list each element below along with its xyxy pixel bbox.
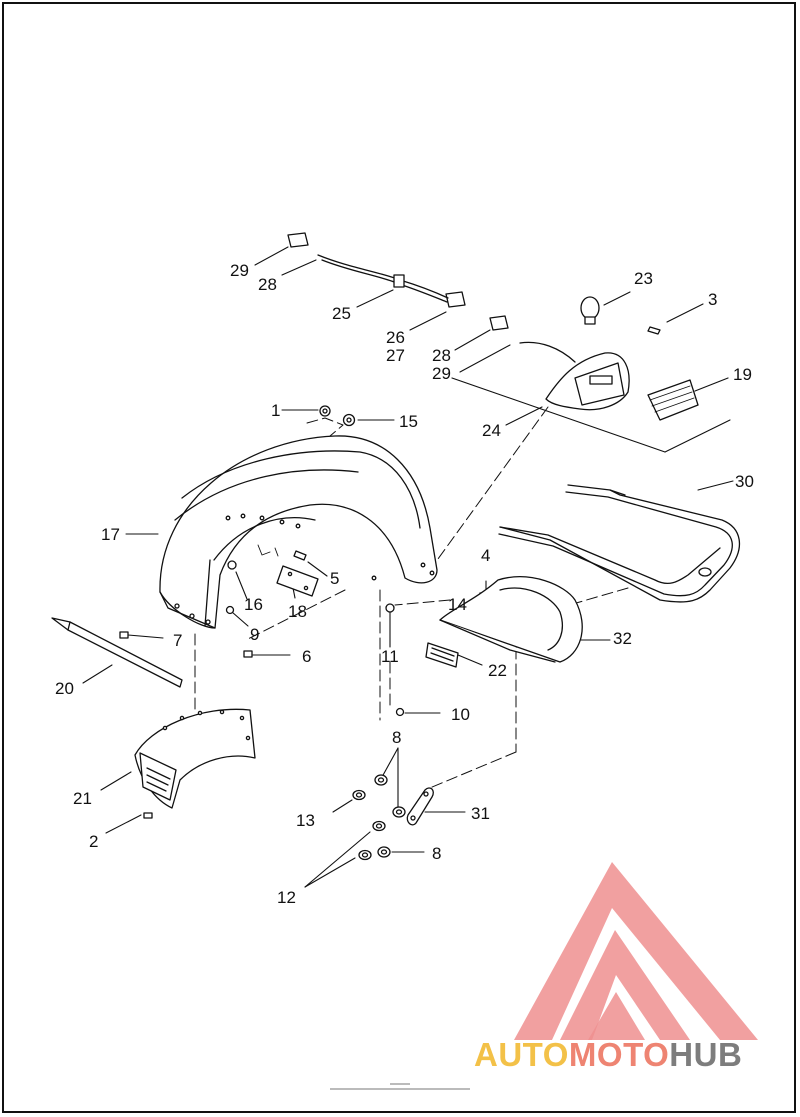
part-label-18: 18 <box>288 602 307 621</box>
watermark-moto: MOTO <box>568 1036 670 1073</box>
part-label-28-right: 28 <box>432 346 451 365</box>
part-label-32: 32 <box>613 629 632 648</box>
part-label-7: 7 <box>173 631 183 650</box>
watermark-brand: AUTOMOTOHUB <box>474 1036 742 1074</box>
part-label-26: 26 <box>386 328 405 347</box>
reflector-22 <box>425 642 459 668</box>
part-label-12: 12 <box>277 888 296 907</box>
part-label-19: 19 <box>733 365 752 384</box>
part-label-9: 9 <box>250 625 260 644</box>
part-label-1: 1 <box>271 401 281 420</box>
hardware-small <box>119 326 661 819</box>
part-label-28-left: 28 <box>258 275 277 294</box>
part-label-11: 11 <box>381 647 399 666</box>
part-label-29-right: 29 <box>432 364 451 383</box>
part-label-17: 17 <box>101 525 120 544</box>
rear-fender <box>159 435 438 629</box>
watermark-auto: AUTO <box>474 1036 569 1073</box>
triangle-logo-icon <box>514 862 758 1040</box>
part-label-6: 6 <box>302 647 312 666</box>
part-label-30: 30 <box>735 472 754 491</box>
strut-bracket-18 <box>276 565 319 597</box>
part-label-24: 24 <box>482 421 501 440</box>
part-label-15: 15 <box>399 412 418 431</box>
bulb-23 <box>580 296 600 325</box>
part-label-4: 4 <box>481 546 491 565</box>
wire-harness <box>287 232 509 331</box>
footer-scribble <box>330 1083 470 1090</box>
luggage-rack-30 <box>498 484 741 603</box>
part-label-21: 21 <box>73 789 92 808</box>
part-label-13: 13 <box>296 811 315 830</box>
part-label-8-upper: 8 <box>392 728 402 747</box>
link-plate-31 <box>406 787 434 826</box>
part-label-27: 27 <box>386 346 405 365</box>
part-label-25: 25 <box>332 304 351 323</box>
part-label-3: 3 <box>708 290 718 309</box>
part-label-20: 20 <box>55 679 74 698</box>
part-label-23: 23 <box>634 269 653 288</box>
taillight-base-24 <box>519 341 630 411</box>
part-label-5: 5 <box>330 569 340 588</box>
part-label-31: 31 <box>471 804 490 823</box>
rack-bracket-32 <box>439 576 583 663</box>
lens-19 <box>647 379 699 421</box>
part-label-10: 10 <box>451 705 470 724</box>
part-label-8-lower: 8 <box>432 844 442 863</box>
part-label-29-left: 29 <box>230 261 249 280</box>
leader-lines <box>82 246 734 888</box>
part-label-16: 16 <box>244 595 263 614</box>
mud-flap-21 <box>134 708 256 809</box>
part-label-2: 2 <box>89 832 99 851</box>
part-label-22: 22 <box>488 661 507 680</box>
watermark-hub: HUB <box>669 1036 743 1073</box>
part-label-14: 14 <box>448 595 467 614</box>
rail-strip-20 <box>51 617 183 688</box>
washers-nuts <box>352 774 406 861</box>
